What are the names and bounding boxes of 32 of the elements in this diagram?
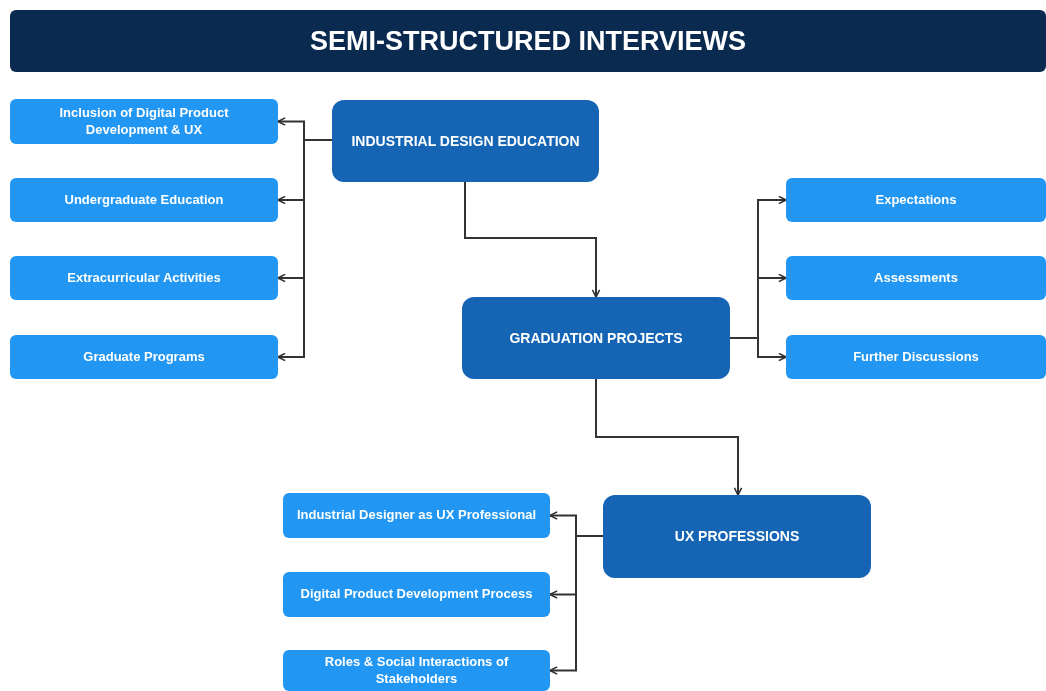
subtopic-box — [786, 178, 1046, 222]
node-text: GRADUATION PROJECTS — [509, 328, 683, 348]
connector-arrow — [277, 139, 333, 362]
node-text: Roles & Social Interactions of Stakeholders — [323, 654, 510, 687]
title-banner: SEMI-STRUCTURED INTERVIEWS — [10, 10, 1046, 72]
subtopic-box — [786, 256, 1046, 300]
connector-arrow — [549, 535, 604, 675]
subtopic-box — [283, 493, 550, 538]
subtopic-box — [10, 178, 278, 222]
topic-box — [332, 100, 599, 182]
subtopic-box — [10, 335, 278, 379]
topic-box — [603, 495, 871, 578]
node-text: Further Discussions — [853, 348, 979, 366]
node-text: INDUSTRIAL DESIGN EDUCATION — [351, 131, 580, 151]
node-text: Digital Product Development Process — [300, 586, 533, 603]
topic-box — [462, 297, 730, 379]
subtopic-box — [786, 335, 1046, 379]
subtopic-box — [10, 99, 278, 144]
node-text: UX PROFESSIONS — [674, 527, 800, 546]
node-text: Inclusion of Digital Product Development & UX — [58, 105, 230, 138]
connector-arrow — [729, 337, 787, 362]
node-text: Extracurricular Activities — [67, 269, 221, 287]
subtopic-box — [10, 256, 278, 300]
node-text: Industrial Designer as UX Professional — [296, 507, 537, 524]
subtopic-box — [283, 572, 550, 617]
node-text: Expectations — [875, 191, 957, 209]
connector-arrow — [595, 378, 743, 496]
node-text: Assessments — [874, 269, 958, 287]
node-text: Undergraduate Education — [64, 191, 224, 209]
node-text: Graduate Programs — [83, 348, 205, 366]
subtopic-box — [283, 650, 550, 691]
connector-arrow — [464, 181, 601, 298]
